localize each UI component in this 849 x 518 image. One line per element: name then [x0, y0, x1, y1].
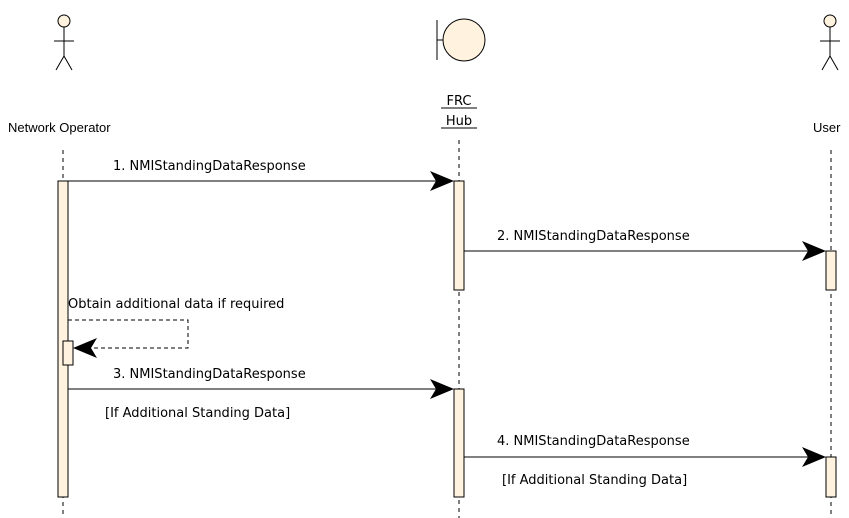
frc-hub-boundary-icon [436, 18, 486, 62]
message-2-label: 2. NMIStandingDataResponse [497, 229, 690, 244]
network-operator-label: Network Operator [8, 120, 111, 135]
self-message-arrow [68, 319, 189, 358]
frc-hub-label-line2: Hub [446, 114, 472, 129]
frc-hub-activation-2 [453, 388, 465, 498]
user-activation-1 [825, 250, 837, 291]
network-operator-activation [57, 180, 69, 498]
network-operator-self-activation [62, 340, 74, 366]
message-4-label: 4. NMIStandingDataResponse [497, 434, 690, 449]
user-label: User [813, 120, 841, 135]
self-message-label: Obtain additional data if required [68, 297, 284, 312]
message-3-label: 3. NMIStandingDataResponse [113, 367, 306, 382]
frc-hub-label-line1: FRC [447, 94, 472, 109]
message-4-arrow [464, 447, 826, 467]
network-operator-actor-icon [54, 14, 74, 71]
message-3-arrow [68, 379, 454, 399]
user-activation-2 [825, 456, 837, 498]
message-1-arrow [68, 171, 454, 191]
frc-hub-activation-1 [453, 180, 465, 291]
message-3-guard: [If Additional Standing Data] [105, 406, 290, 421]
user-actor-icon [820, 14, 840, 71]
message-2-arrow [464, 241, 826, 261]
message-1-label: 1. NMIStandingDataResponse [113, 159, 306, 174]
message-4-guard: [If Additional Standing Data] [502, 473, 687, 488]
